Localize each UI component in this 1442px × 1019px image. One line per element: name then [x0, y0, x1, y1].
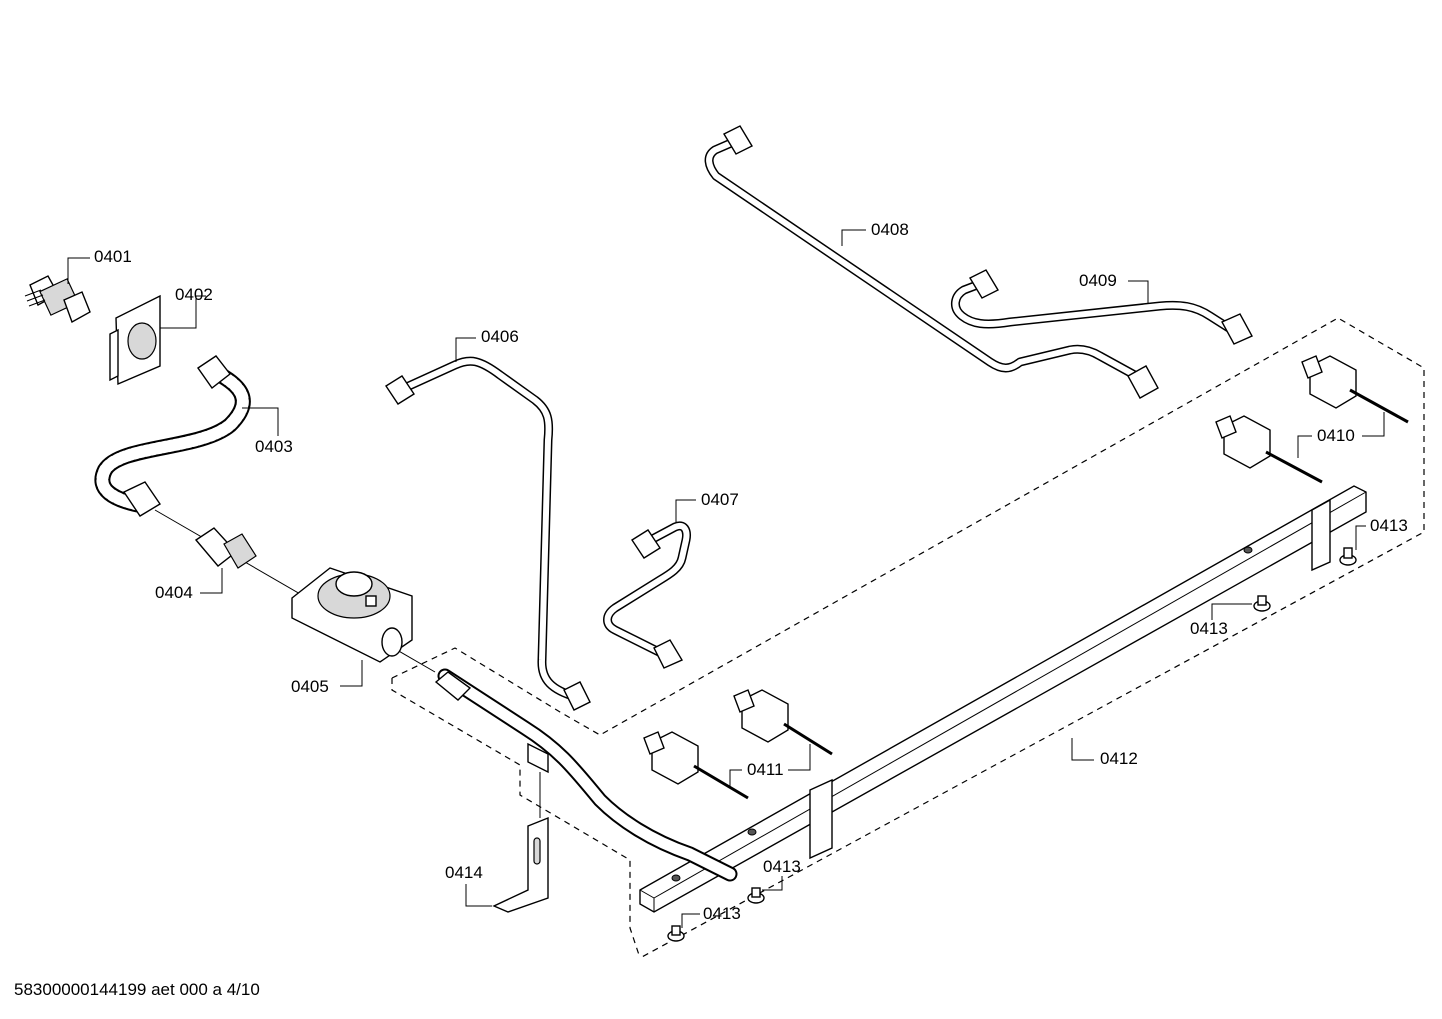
assembly-outline-lower [391, 678, 641, 959]
leader-0407 [675, 499, 696, 522]
part-0413-screw-b [1253, 595, 1271, 612]
part-0403-flex-hose [94, 355, 251, 517]
leader-0410 [1297, 435, 1312, 458]
part-0405-regulator [291, 567, 413, 663]
label-0413-d: 0413 [703, 904, 741, 923]
part-0414-bracket [492, 742, 549, 913]
label-0401: 0401 [94, 247, 132, 266]
part-0407-gas-tube [603, 521, 691, 669]
leader-0411-b [788, 744, 811, 771]
part-0412-inlet-pipe [434, 668, 738, 882]
label-0412: 0412 [1100, 749, 1138, 768]
part-0410-valve-b [1215, 415, 1323, 484]
part-0410-valve-a [1301, 355, 1409, 424]
label-0405: 0405 [291, 677, 329, 696]
part-0413-screw-a [1339, 547, 1357, 566]
drawing-number-footer: 58300000144199 aet 000 a 4/10 [14, 980, 260, 999]
leader-0409 [1128, 280, 1149, 304]
leader-0413-b [1211, 603, 1252, 620]
assembly-outline-upper [391, 317, 1425, 959]
part-0411-valve-b [643, 731, 749, 800]
part-0409-gas-tube [951, 269, 1253, 345]
part-0402-bracket [109, 294, 161, 386]
part-0401-fitting [24, 275, 91, 324]
leader-0406 [455, 337, 476, 362]
part-0411-valve-a [733, 689, 833, 756]
label-0406: 0406 [481, 327, 519, 346]
label-0411: 0411 [747, 760, 784, 779]
part-0412-manifold [639, 485, 1367, 913]
leader-0411 [729, 769, 742, 788]
label-0409: 0409 [1079, 271, 1117, 290]
label-0402: 0402 [175, 285, 213, 304]
leader-0401 [67, 257, 90, 284]
label-0408: 0408 [871, 220, 909, 239]
label-0403: 0403 [255, 437, 293, 456]
label-0407: 0407 [701, 490, 739, 509]
leader-0413-c [762, 876, 783, 891]
leader-0402 [160, 295, 206, 329]
part-0413-screw-c [747, 887, 765, 904]
label-0414: 0414 [445, 863, 483, 882]
label-0410: 0410 [1317, 426, 1355, 445]
label-0404: 0404 [155, 583, 193, 602]
leader-0412 [1071, 738, 1094, 761]
leader-0413-d [681, 913, 700, 928]
leader-0410-b [1362, 412, 1385, 437]
leader-0414 [465, 884, 492, 907]
leader-0403 [242, 407, 279, 436]
leader-0408 [841, 229, 866, 246]
part-0408-gas-tube [704, 125, 1159, 399]
label-0413-c: 0413 [763, 857, 801, 876]
leader-0404 [200, 568, 223, 594]
leader-0413-a [1355, 525, 1366, 550]
leader-0405 [340, 660, 363, 687]
part-0413-screw-d [667, 925, 685, 942]
part-0406-gas-tube [385, 356, 591, 711]
part-0404-adapter [194, 527, 257, 569]
label-0413-a: 0413 [1370, 516, 1408, 535]
label-0413-b: 0413 [1190, 619, 1228, 638]
